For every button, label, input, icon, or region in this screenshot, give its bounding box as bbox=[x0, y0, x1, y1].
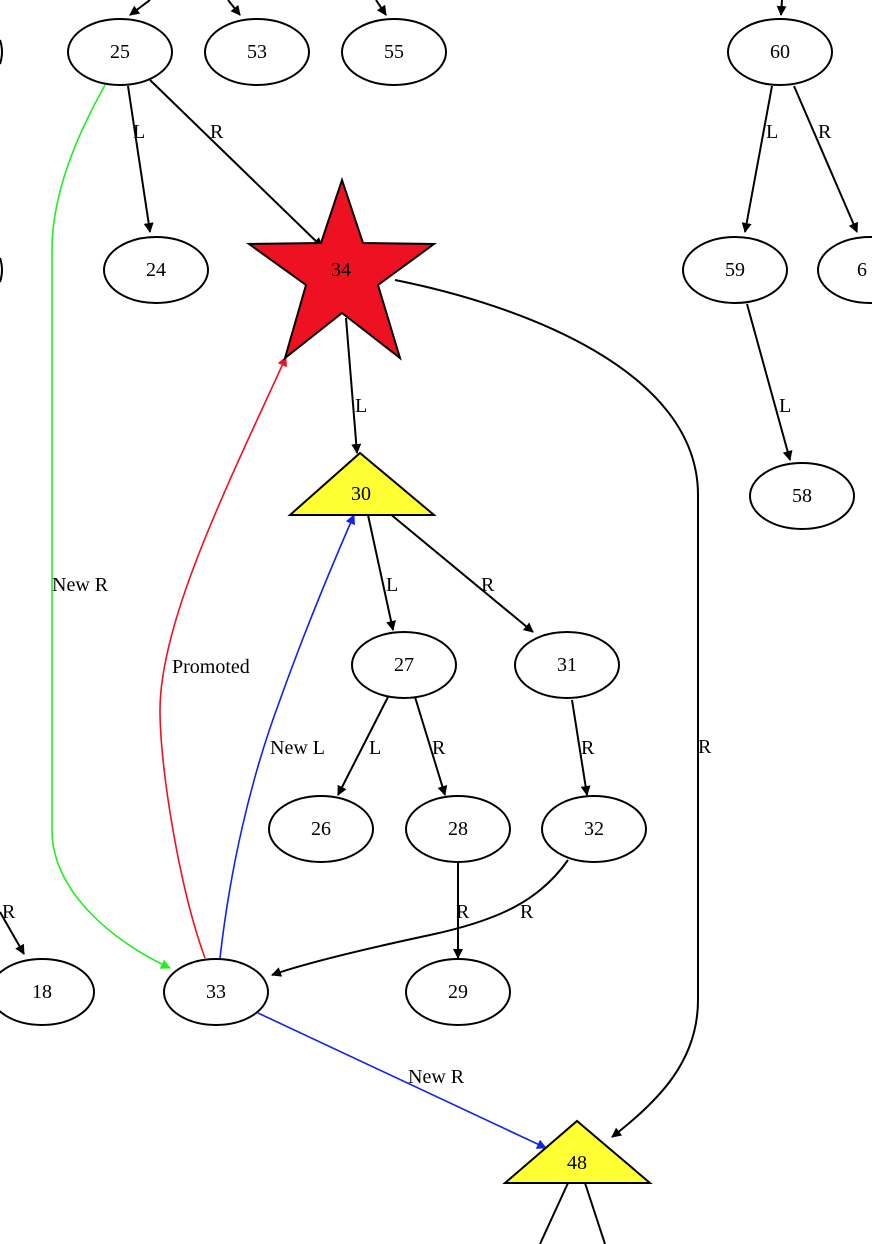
node-55[interactable]: 55 bbox=[341, 18, 447, 86]
edge-34-30 bbox=[345, 317, 362, 454]
edge-48-right bbox=[584, 1182, 606, 1244]
node-label: 24 bbox=[146, 259, 166, 281]
edge-label: R bbox=[818, 121, 832, 143]
node-label: 55 bbox=[384, 41, 404, 63]
edge-label: R bbox=[210, 121, 224, 143]
edge-30-27 bbox=[367, 514, 396, 631]
node-label: 18 bbox=[32, 981, 52, 1003]
node-label: 28 bbox=[448, 818, 468, 840]
edges: L R New R L R L L R Promoted New L L R L… bbox=[0, 79, 859, 1244]
edge-into-55 bbox=[375, 0, 387, 16]
edge-25-34 bbox=[149, 79, 323, 248]
node-label: 59 bbox=[725, 259, 745, 281]
edge-label: R bbox=[2, 901, 16, 923]
edge-into-53 bbox=[227, 0, 241, 16]
node-label: 58 bbox=[792, 485, 812, 507]
node-53[interactable]: 53 bbox=[204, 18, 310, 86]
node-label: 48 bbox=[567, 1152, 587, 1174]
edge-label: New L bbox=[270, 737, 325, 759]
edge-31-32 bbox=[571, 699, 591, 796]
node-label: 60 bbox=[770, 41, 790, 63]
node-48-triangle[interactable]: 48 bbox=[502, 1119, 653, 1184]
edge-label: New R bbox=[52, 574, 109, 596]
clipped-node-edge bbox=[0, 39, 3, 65]
node-29[interactable]: 29 bbox=[405, 958, 511, 1026]
incoming-edges bbox=[129, 0, 787, 16]
edge-label: L bbox=[779, 395, 791, 417]
edge-33-30 bbox=[219, 514, 355, 959]
edge-label: L bbox=[355, 395, 367, 417]
edge-25-24 bbox=[127, 85, 154, 233]
nodes: 25 53 55 60 24 34 59 6 bbox=[0, 18, 872, 1184]
node-31[interactable]: 31 bbox=[514, 631, 620, 699]
edge-60-59 bbox=[741, 85, 773, 233]
node-60[interactable]: 60 bbox=[727, 18, 833, 86]
node-label: 31 bbox=[557, 654, 577, 676]
edge-label: R bbox=[698, 736, 712, 758]
edge-label: L bbox=[766, 121, 778, 143]
edge-33-48 bbox=[257, 1012, 547, 1149]
edge-label: R bbox=[581, 737, 595, 759]
edge-label: L bbox=[369, 737, 381, 759]
node-label: 6 bbox=[857, 259, 867, 281]
node-58[interactable]: 58 bbox=[749, 462, 855, 530]
node-label: 32 bbox=[584, 818, 604, 840]
node-label: 29 bbox=[448, 981, 468, 1003]
node-27[interactable]: 27 bbox=[351, 631, 457, 699]
edge-30-31 bbox=[382, 507, 534, 633]
edge-label: L bbox=[386, 574, 398, 596]
node-24[interactable]: 24 bbox=[103, 236, 209, 304]
edge-label: R bbox=[456, 901, 470, 923]
node-28[interactable]: 28 bbox=[405, 795, 511, 863]
edge-33-34 bbox=[159, 356, 287, 959]
node-32[interactable]: 32 bbox=[541, 795, 647, 863]
edge-48-left bbox=[539, 1182, 569, 1244]
node-30-triangle[interactable]: 30 bbox=[287, 451, 437, 516]
node-label: 34 bbox=[331, 259, 351, 281]
node-25[interactable]: 25 bbox=[67, 18, 173, 86]
edge-label: R bbox=[520, 901, 534, 923]
edge-into-18 bbox=[0, 911, 25, 955]
edge-27-26 bbox=[337, 696, 389, 796]
node-label: 53 bbox=[247, 41, 267, 63]
edge-59-58 bbox=[746, 303, 793, 461]
edge-32-33 bbox=[271, 859, 569, 977]
edge-60-6x bbox=[793, 85, 859, 233]
node-18[interactable]: 18 bbox=[0, 958, 95, 1026]
edge-label: Promoted bbox=[172, 656, 250, 678]
edge-25-33 bbox=[51, 84, 171, 969]
clipped-node-edge bbox=[0, 257, 3, 283]
node-label: 27 bbox=[394, 654, 414, 676]
edge-27-28 bbox=[414, 696, 448, 796]
node-34-star[interactable]: 34 bbox=[245, 176, 438, 361]
node-26[interactable]: 26 bbox=[268, 795, 374, 863]
edge-label: R bbox=[481, 574, 495, 596]
node-6x[interactable]: 6 bbox=[817, 236, 872, 304]
edge-34-48 bbox=[394, 279, 699, 1138]
edge-label: R bbox=[432, 737, 446, 759]
node-label: 33 bbox=[206, 981, 226, 1003]
node-59[interactable]: 59 bbox=[682, 236, 788, 304]
edge-into-60 bbox=[776, 0, 787, 16]
node-label: 30 bbox=[351, 483, 371, 505]
edge-into-25 bbox=[129, 0, 151, 16]
edge-label: L bbox=[133, 121, 145, 143]
edge-label: New R bbox=[408, 1066, 465, 1088]
node-label: 26 bbox=[311, 818, 331, 840]
node-label: 25 bbox=[110, 41, 130, 63]
node-33[interactable]: 33 bbox=[163, 958, 269, 1026]
